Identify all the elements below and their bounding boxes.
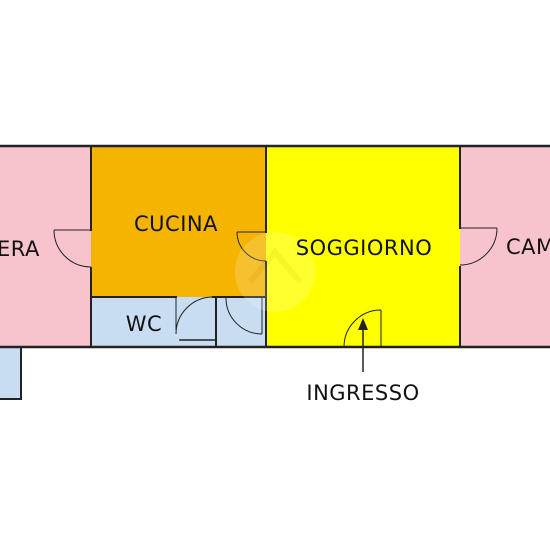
watermark-logo xyxy=(235,232,315,312)
door-wc xyxy=(175,296,214,335)
label-cucina: CUCINA xyxy=(134,212,218,236)
door-ingresso xyxy=(343,309,382,348)
label-soggiorno: SOGGIORNO xyxy=(296,236,432,260)
door-camera-left xyxy=(53,229,92,268)
room-soggiorno xyxy=(266,147,460,346)
room-camera-left xyxy=(0,147,91,346)
room-corridor xyxy=(0,347,21,399)
walls xyxy=(0,144,550,400)
label-wc: WC xyxy=(126,312,162,336)
label-camera-right: CAM xyxy=(506,235,550,259)
room-cucina xyxy=(91,147,266,297)
door-cucina-soggiorno xyxy=(236,231,267,262)
room-camera-right xyxy=(460,147,550,346)
label-camera-left: ERA xyxy=(0,237,40,261)
door-wc-inner xyxy=(225,297,263,335)
label-ingresso: INGRESSO xyxy=(306,381,419,405)
door-swings xyxy=(53,227,498,348)
entrance-arrow xyxy=(358,318,368,372)
door-camera-right xyxy=(459,227,498,266)
